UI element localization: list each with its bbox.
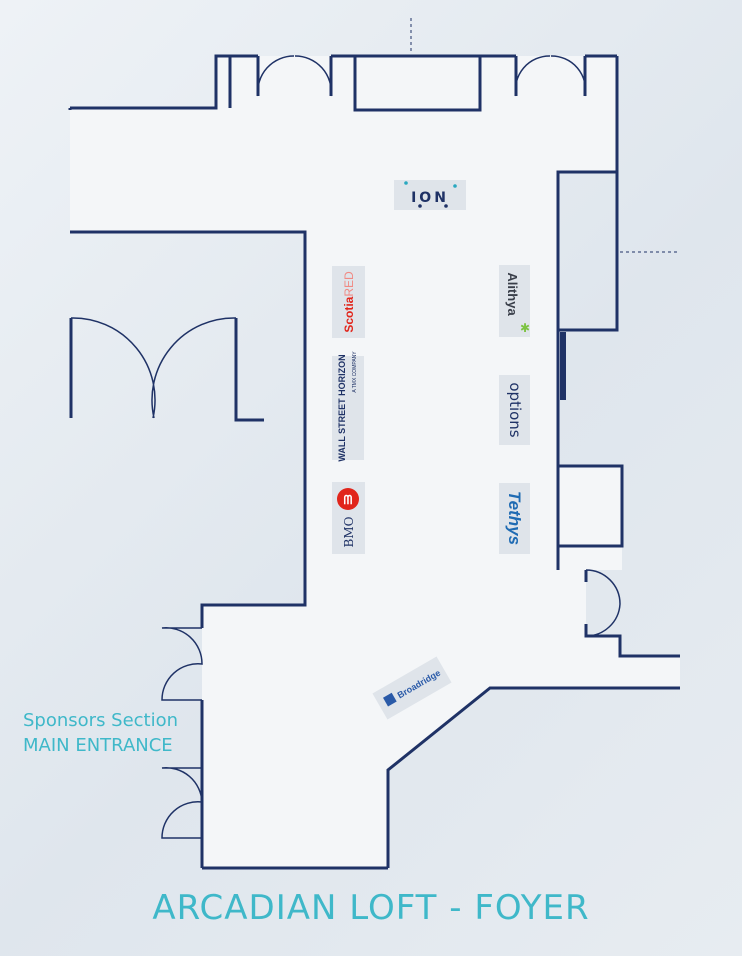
logo-allithya: Alithya xyxy=(505,272,520,316)
logo-wallstreet: WALL STREET HORIZON xyxy=(337,354,347,461)
sponsor-booth-wallstreet[interactable]: WALL STREET HORIZON A TMX COMPANY xyxy=(332,351,364,462)
logo-tethys: Tethys xyxy=(505,491,524,545)
sponsor-booth-scotia[interactable]: ScotiaRED xyxy=(332,266,365,338)
sponsors-section-label: Sponsors Section xyxy=(23,710,179,731)
logo-wallstreet-sub: A TMX COMPANY xyxy=(352,351,358,393)
east-room-2 xyxy=(556,464,624,548)
dashed-markers xyxy=(410,18,680,253)
pillar xyxy=(560,332,566,400)
logo-scotia-suffix: RED xyxy=(342,271,356,297)
door-entrance-1[interactable] xyxy=(161,627,203,701)
main-entrance-label: MAIN ENTRANCE xyxy=(23,735,173,756)
allithya-star-icon: ✱ xyxy=(520,321,530,335)
logo-ion: ION xyxy=(411,190,449,206)
logo-bmo: BMO xyxy=(342,516,356,547)
sponsor-booth-ion[interactable]: ION xyxy=(394,180,466,210)
logo-options: options xyxy=(506,382,524,437)
walls xyxy=(68,54,680,870)
floor-area xyxy=(70,56,680,868)
door-west-exterior[interactable] xyxy=(70,317,237,419)
bmo-roundel-icon xyxy=(337,488,359,510)
sponsor-booth-tethys[interactable]: Tethys xyxy=(499,483,530,554)
map-title: ARCADIAN LOFT - FOYER xyxy=(152,888,590,928)
svg-text:ScotiaRED: ScotiaRED xyxy=(342,271,356,333)
sponsor-booth-bmo[interactable]: ᗰ BMO xyxy=(332,482,365,554)
wall-east-lower-2 xyxy=(584,624,680,658)
east-room-1 xyxy=(556,170,619,332)
door-north-1[interactable] xyxy=(257,55,332,97)
door-east[interactable] xyxy=(585,569,621,637)
svg-text:ᗰ: ᗰ xyxy=(344,493,353,507)
door-entrance-2[interactable] xyxy=(161,767,203,839)
logo-scotia: Scotia xyxy=(342,296,356,332)
wall-north-west xyxy=(70,54,232,110)
stage-box xyxy=(353,56,482,112)
wall-west-upper xyxy=(70,230,307,628)
broadridge-mark-icon xyxy=(383,692,397,707)
door-north-2[interactable] xyxy=(514,55,587,97)
sponsor-booth-options[interactable]: options xyxy=(499,375,530,445)
door-swings[interactable] xyxy=(70,55,621,839)
sponsor-booth-allithya[interactable]: Alithya ✱ xyxy=(499,265,530,337)
exterior-door-right xyxy=(234,318,264,422)
wall-south-east xyxy=(386,686,680,868)
